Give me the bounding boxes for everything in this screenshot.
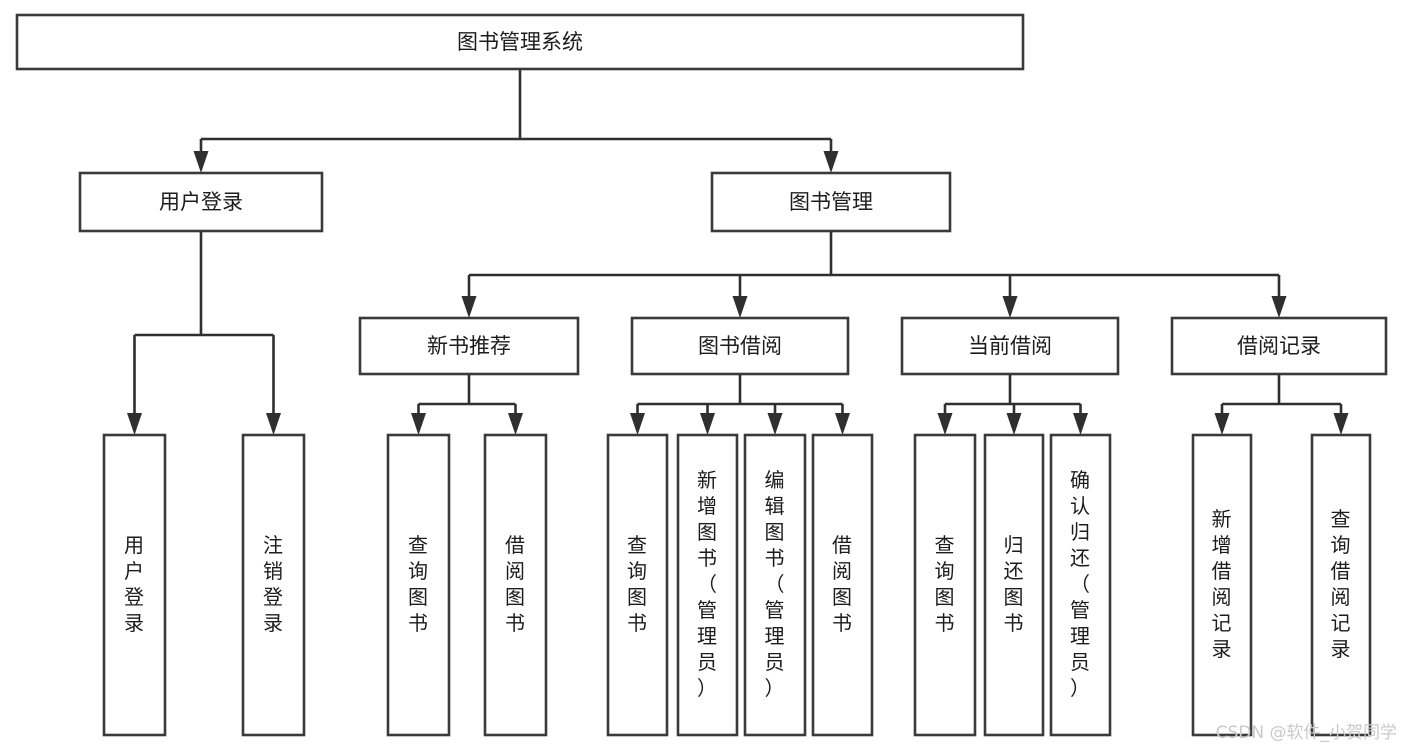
node-leaf-edit-book[interactable]: 编辑图书（管理员）	[743, 433, 807, 737]
arrow-head-icon	[127, 413, 142, 435]
node-box[interactable]	[606, 433, 669, 737]
node-box[interactable]	[15, 13, 1025, 71]
node-box[interactable]	[483, 433, 548, 737]
arrow-head-icon	[937, 413, 953, 435]
node-leaf-query-borrow-record[interactable]: 查询借阅记录	[1310, 433, 1372, 737]
node-label: 注销登录	[263, 533, 284, 635]
node-box[interactable]	[676, 433, 739, 737]
connector-group-new-book-recommend	[411, 374, 523, 435]
node-label: 用户登录	[159, 190, 243, 214]
node-root[interactable]: 图书管理系统	[15, 13, 1025, 71]
node-box[interactable]	[710, 171, 952, 233]
node-leaf-logout[interactable]: 注销登录	[241, 433, 306, 737]
arrow-head-icon	[823, 151, 839, 173]
arrow-head-icon	[835, 413, 850, 435]
node-label: 当前借阅	[968, 334, 1052, 358]
arrow-head-icon	[1073, 413, 1088, 435]
arrow-head-icon	[732, 296, 748, 318]
node-leaf-user-login[interactable]: 用户登录	[102, 433, 167, 737]
node-leaf-add-book[interactable]: 新增图书（管理员）	[676, 433, 739, 737]
node-box[interactable]	[983, 433, 1045, 737]
node-current-borrow[interactable]: 当前借阅	[900, 316, 1120, 376]
node-box[interactable]	[102, 433, 167, 737]
arrow-head-icon	[266, 413, 281, 435]
node-label: 借阅图书	[505, 533, 526, 635]
node-borrow-record[interactable]: 借阅记录	[1170, 316, 1388, 376]
node-layer: 图书管理系统用户登录图书管理新书推荐图书借阅当前借阅借阅记录用户登录注销登录查询…	[15, 13, 1388, 737]
node-leaf-borrow-book-recommend[interactable]: 借阅图书	[483, 433, 548, 737]
connector-group-user-login	[127, 231, 281, 435]
node-label: 查询图书	[627, 533, 648, 635]
arrow-head-icon	[1271, 296, 1287, 318]
arrow-head-icon	[767, 413, 783, 435]
connector-group-book-management	[461, 231, 1287, 318]
node-label: 确认归还（管理员）	[1070, 468, 1091, 700]
node-label: 归还图书	[1004, 533, 1025, 635]
node-box[interactable]	[900, 316, 1120, 376]
node-box[interactable]	[1191, 433, 1253, 737]
csdn-watermark: CSDN @软件_小贺同学	[1215, 723, 1397, 743]
node-user-login[interactable]: 用户登录	[78, 171, 324, 233]
node-new-book-recommend[interactable]: 新书推荐	[358, 316, 580, 376]
node-label: 新增借阅记录	[1212, 507, 1233, 661]
node-box[interactable]	[630, 316, 850, 376]
arrow-head-icon	[193, 151, 209, 173]
node-label: 图书管理系统	[457, 30, 583, 54]
connector-layer	[127, 69, 1349, 435]
node-box[interactable]	[1170, 316, 1388, 376]
node-leaf-query-book-borrow[interactable]: 查询图书	[606, 433, 669, 737]
arrow-head-icon	[1333, 413, 1349, 435]
node-label: 图书管理	[789, 190, 873, 214]
node-label: 编辑图书（管理员）	[765, 468, 786, 700]
node-label: 借阅记录	[1237, 334, 1321, 358]
node-box[interactable]	[913, 433, 977, 737]
arrow-head-icon	[461, 296, 477, 318]
arrow-head-icon	[700, 413, 715, 435]
arrow-head-icon	[1006, 413, 1022, 435]
node-leaf-return-book[interactable]: 归还图书	[983, 433, 1045, 737]
node-label: 用户登录	[124, 533, 145, 635]
node-leaf-borrow-book[interactable]: 借阅图书	[811, 433, 874, 737]
node-box[interactable]	[1310, 433, 1372, 737]
node-box[interactable]	[358, 316, 580, 376]
connector-group-borrow-record	[1214, 374, 1349, 435]
node-box[interactable]	[811, 433, 874, 737]
node-label: 查询借阅记录	[1331, 507, 1352, 661]
node-label: 查询图书	[935, 533, 956, 635]
node-label: 借阅图书	[832, 533, 853, 635]
node-book-borrow[interactable]: 图书借阅	[630, 316, 850, 376]
node-book-management[interactable]: 图书管理	[710, 171, 952, 233]
node-label: 新书推荐	[427, 334, 511, 358]
node-leaf-add-borrow-record[interactable]: 新增借阅记录	[1191, 433, 1253, 737]
connector-group-root	[193, 69, 839, 173]
node-box[interactable]	[78, 171, 324, 233]
node-leaf-query-book-recommend[interactable]: 查询图书	[386, 433, 451, 737]
node-label: 查询图书	[408, 533, 429, 635]
connector-group-current-borrow	[937, 374, 1088, 435]
arrow-head-icon	[411, 413, 426, 435]
node-box[interactable]	[241, 433, 306, 737]
arrow-head-icon	[1214, 413, 1230, 435]
node-box[interactable]	[1049, 433, 1112, 737]
arrow-head-icon	[508, 413, 523, 435]
node-box[interactable]	[743, 433, 807, 737]
node-box[interactable]	[386, 433, 451, 737]
node-leaf-confirm-return[interactable]: 确认归还（管理员）	[1049, 433, 1112, 737]
node-label: 图书借阅	[698, 334, 782, 358]
arrow-head-icon	[1002, 296, 1018, 318]
node-label: 新增图书（管理员）	[697, 468, 718, 700]
node-leaf-query-book-current[interactable]: 查询图书	[913, 433, 977, 737]
connector-group-book-borrow	[630, 374, 850, 435]
arrow-head-icon	[630, 413, 645, 435]
